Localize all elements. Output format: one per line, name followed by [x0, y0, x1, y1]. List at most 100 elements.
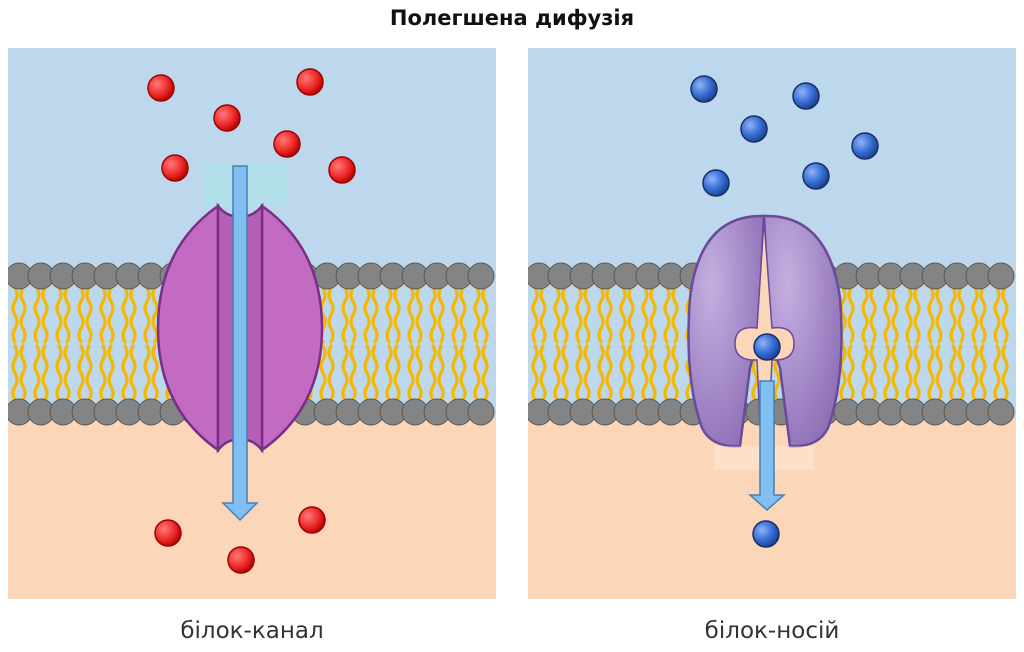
carrier-panel: [528, 48, 1016, 599]
red-molecules: [147, 68, 356, 574]
lipid-tail: [407, 344, 415, 402]
lipid-head: [987, 398, 1015, 426]
lipid-tail: [363, 344, 371, 402]
lipid-tail: [627, 344, 635, 402]
blue-molecule-icon: [752, 520, 780, 548]
lipid-tail: [143, 344, 151, 402]
lipid-tail: [949, 344, 957, 402]
lipid-tail: [459, 344, 467, 402]
lipid-tail: [663, 286, 671, 344]
blue-molecule-icon: [702, 169, 730, 197]
lipid-tail: [55, 344, 63, 402]
red-molecule-icon: [296, 68, 324, 96]
lipid-tail: [627, 286, 635, 344]
lipid-tail: [129, 286, 137, 344]
lipid-tail: [341, 344, 349, 402]
lipid-tail: [663, 344, 671, 402]
lipid-tail: [481, 286, 489, 344]
lipid-tail: [1001, 344, 1009, 402]
blue-molecule-icon: [802, 162, 830, 190]
lipid-tail: [407, 286, 415, 344]
lipid-tail: [63, 286, 71, 344]
blue-molecule-icon: [851, 132, 879, 160]
lipid-tail: [11, 286, 19, 344]
lipid-tail: [349, 286, 357, 344]
blue-molecule-icon: [753, 333, 781, 361]
lipid-tail: [597, 286, 605, 344]
lipid-tail: [847, 286, 855, 344]
lipid-tail: [19, 344, 27, 402]
lipid-tail: [927, 344, 935, 402]
lipid-tail: [121, 344, 129, 402]
lipid-tail: [85, 344, 93, 402]
lipid-tail: [583, 344, 591, 402]
lipid-tail: [393, 344, 401, 402]
lipid-tail: [327, 344, 335, 402]
lipid-tail: [55, 286, 63, 344]
lipid-tail: [385, 344, 393, 402]
lipid-tail: [415, 286, 423, 344]
lipid-tail: [349, 344, 357, 402]
lipid-tail: [561, 286, 569, 344]
lipid-tail: [979, 286, 987, 344]
lipid-tail: [121, 286, 129, 344]
lipid-tail: [429, 286, 437, 344]
lipid-tail: [531, 286, 539, 344]
lipid-tail: [531, 344, 539, 402]
lipid-tail: [481, 344, 489, 402]
lipid-tail: [415, 344, 423, 402]
channel-protein-icon: [156, 202, 324, 454]
lipid-tail: [437, 286, 445, 344]
lipid-tail: [85, 286, 93, 344]
lipid-tail: [41, 286, 49, 344]
lipid-tail: [11, 344, 19, 402]
red-molecule-icon: [154, 519, 182, 547]
lipid-tail: [553, 344, 561, 402]
lipid-tail: [641, 344, 649, 402]
lipid-tail: [949, 286, 957, 344]
lipid-tail: [151, 286, 159, 344]
lipid-tail: [341, 286, 349, 344]
carrier-protein-icon: [687, 214, 843, 448]
lipid-tail: [99, 344, 107, 402]
lipid-tail: [619, 344, 627, 402]
lipid-tail: [99, 286, 107, 344]
red-molecule-icon: [298, 506, 326, 534]
lipid-tail: [891, 286, 899, 344]
lipid-tail: [971, 286, 979, 344]
lipid-tail: [913, 344, 921, 402]
lipid-tail: [553, 286, 561, 344]
lipid-tail: [861, 344, 869, 402]
lipid-tail: [649, 286, 657, 344]
blue-molecules: [690, 75, 879, 548]
lipid-tail: [143, 286, 151, 344]
lipid-tail: [107, 344, 115, 402]
lipid-tail: [33, 286, 41, 344]
lipid-tail: [151, 344, 159, 402]
lipid-tail: [935, 344, 943, 402]
lipid-tail: [927, 286, 935, 344]
red-molecule-icon: [273, 130, 301, 158]
lipid-tail: [957, 286, 965, 344]
lipid-tail: [539, 344, 547, 402]
lipid-tail: [649, 344, 657, 402]
lipid-tail: [671, 286, 679, 344]
lipid-tail: [891, 344, 899, 402]
lipid-tail: [847, 344, 855, 402]
lipid-tail: [429, 344, 437, 402]
red-molecule-icon: [213, 104, 241, 132]
diffusion-arrow-icon: [221, 165, 259, 522]
lipid-tail: [957, 344, 965, 402]
lipid-tail: [993, 344, 1001, 402]
lipid-tail: [473, 344, 481, 402]
channel-caption: білок-канал: [180, 618, 324, 644]
lipid-tail: [605, 344, 613, 402]
lipid-tail: [597, 344, 605, 402]
lipid-tail: [393, 286, 401, 344]
lipid-tail: [107, 286, 115, 344]
lipid-tail: [19, 286, 27, 344]
lipid-tail: [33, 344, 41, 402]
diffusion-arrow-icon: [748, 380, 786, 512]
lipid-tail: [671, 344, 679, 402]
lipid-tail: [883, 286, 891, 344]
